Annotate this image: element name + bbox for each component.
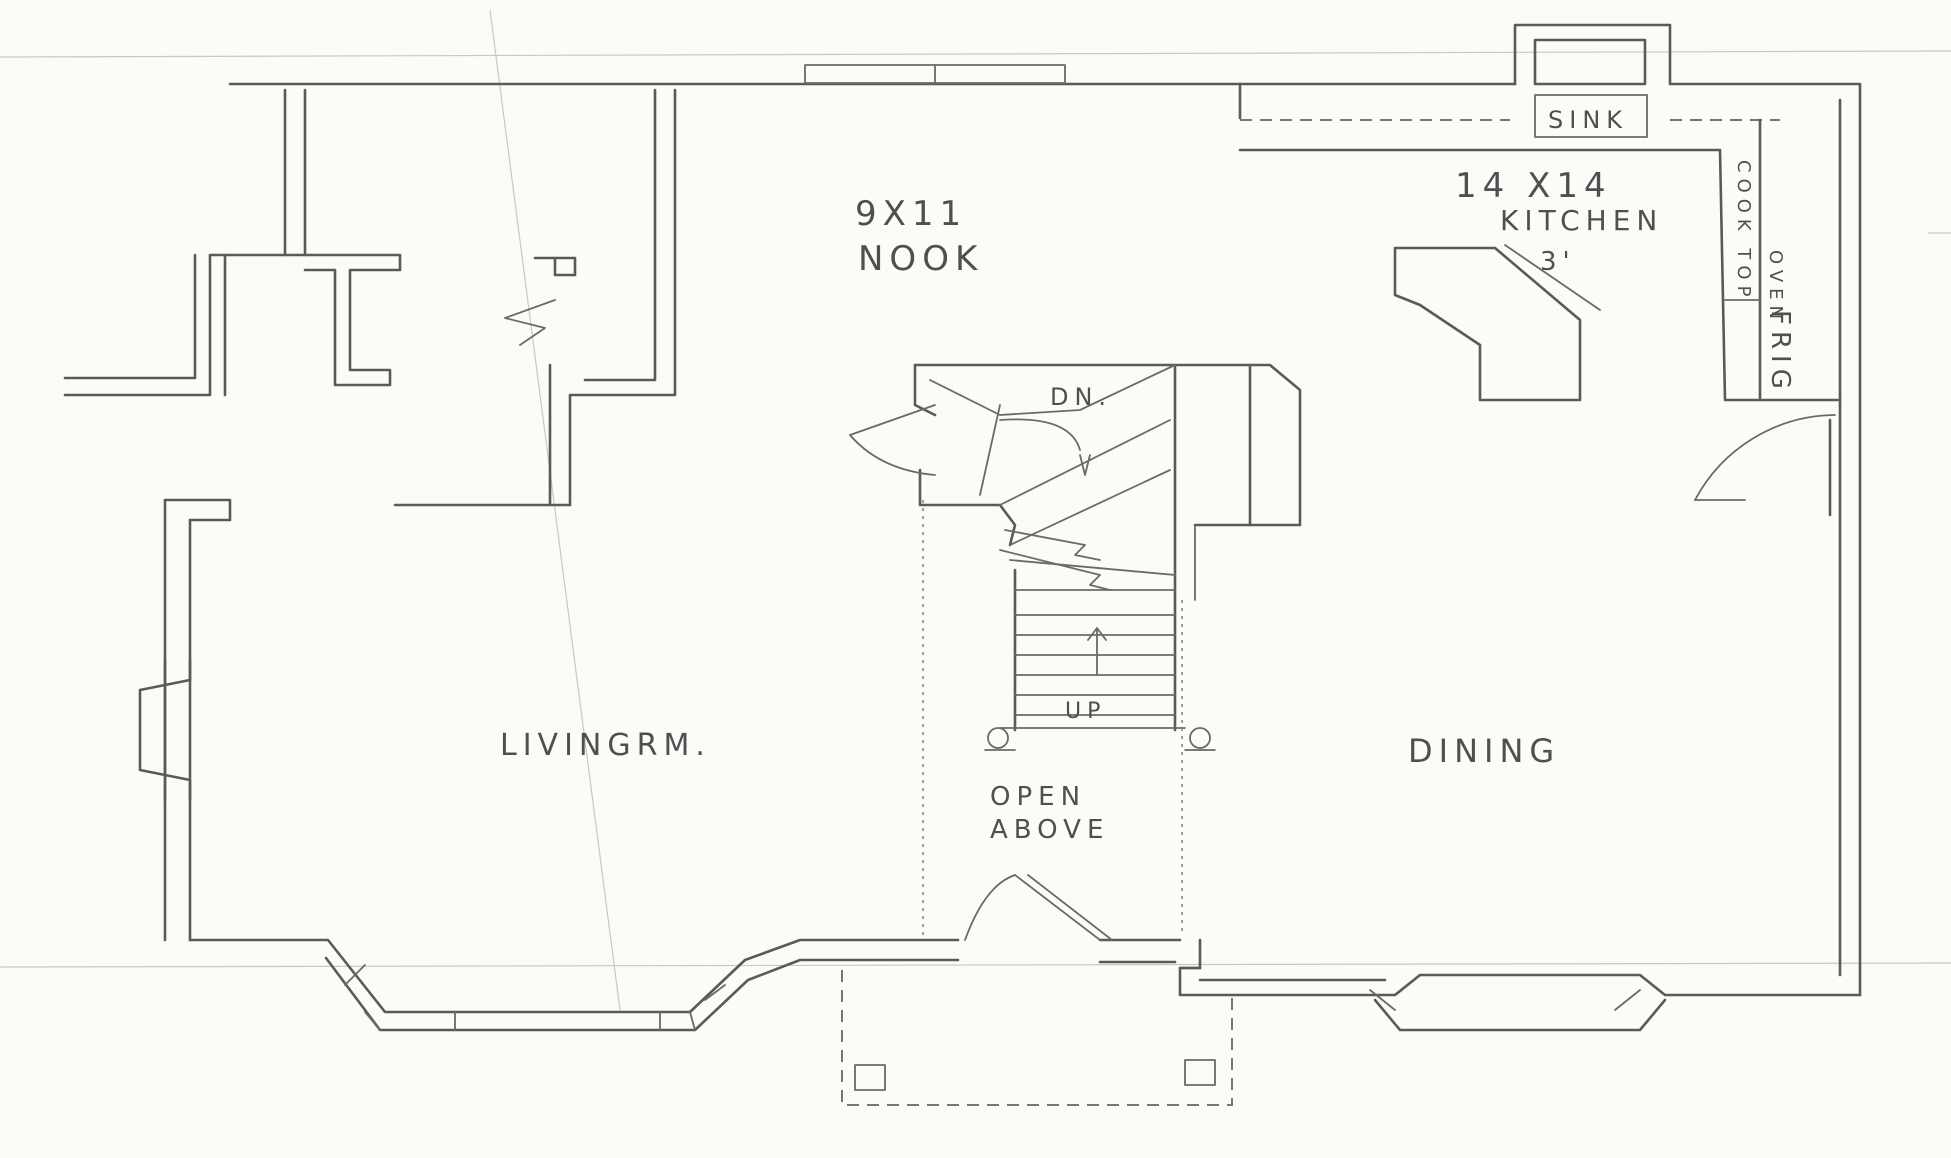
stair-area (913, 363, 1302, 751)
open-above-area (922, 500, 1183, 935)
kitchen-label: KITCHEN (1500, 204, 1663, 237)
paper-guide-lines (0, 9, 1951, 1011)
back-door (1694, 414, 1836, 517)
island-dimension-line (1504, 244, 1601, 311)
oven-label: OVEN (1765, 250, 1786, 325)
window-frames (344, 64, 1641, 1031)
front-door (964, 874, 1113, 941)
chimney (1533, 38, 1647, 86)
living-room-label: LIVINGRM. (500, 728, 711, 763)
dining-room-label: DINING (1408, 732, 1560, 770)
interior-walls-left (63, 88, 677, 507)
kitchen-island (1393, 246, 1582, 402)
cooktop-label: COOK TOP (1733, 160, 1754, 302)
exterior-walls (138, 23, 1862, 1032)
nook-size-label: 9X11 (855, 194, 967, 234)
stair-up-label: UP (1065, 699, 1106, 724)
front-porch (841, 970, 1233, 1106)
nook-label: NOOK (858, 239, 983, 279)
stair-down-label: DN. (1050, 383, 1112, 411)
frig-label: FRIG (1765, 310, 1795, 395)
above-label: ABOVE (990, 815, 1109, 845)
sink-box (1534, 94, 1648, 138)
kitchen-size-label: 14 X14 (1455, 166, 1612, 206)
kitchen-counters (1238, 38, 1842, 402)
nook-door (849, 404, 936, 476)
sink-label: SINK (1548, 106, 1628, 134)
island-dimension-label: 3' (1540, 247, 1576, 277)
open-label: OPEN (990, 782, 1086, 812)
